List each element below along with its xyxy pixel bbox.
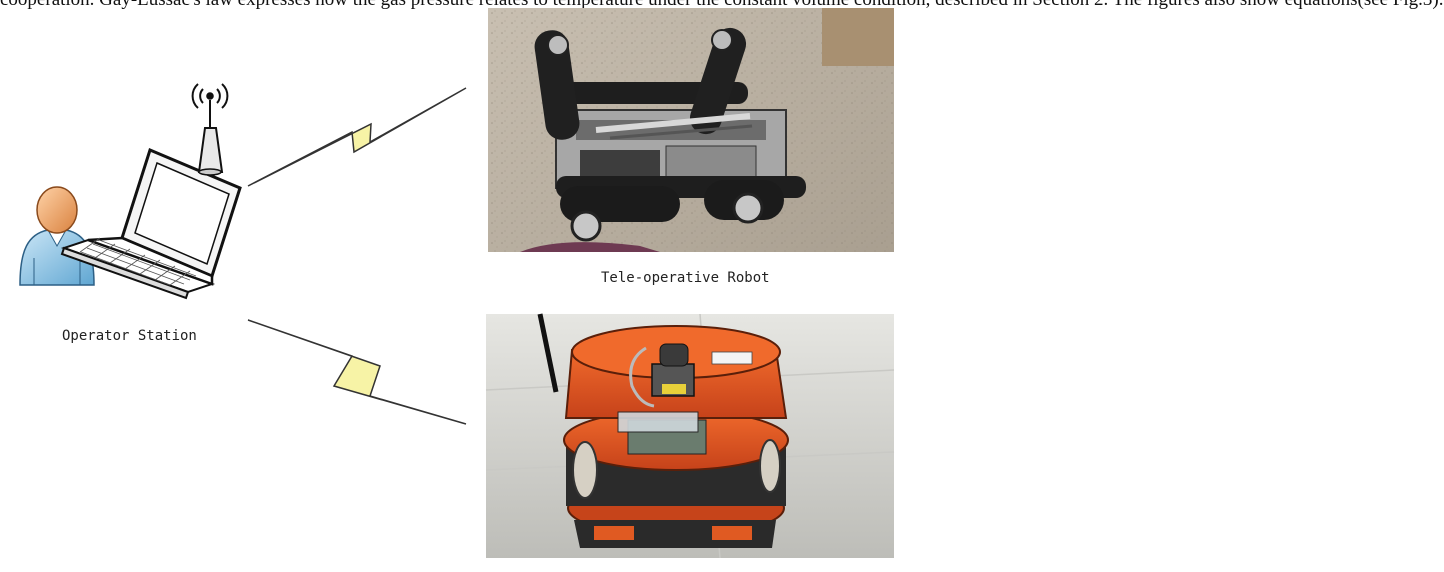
label-teleoperative-robot: Tele-operative Robot xyxy=(601,270,770,286)
antenna-icon xyxy=(197,100,224,176)
label-operator-station: Operator Station xyxy=(62,328,197,344)
caption-fragment: cooperation. Gay-Lussac's law expresses … xyxy=(0,0,1444,11)
lightning-link-bottom xyxy=(247,319,467,425)
lightning-link-top xyxy=(247,87,467,187)
system-diagram xyxy=(19,8,895,559)
user-icon xyxy=(19,186,95,286)
wireless-signal-icon xyxy=(191,83,229,109)
mobile-robot-photo xyxy=(485,313,895,559)
tracked-robot-photo xyxy=(488,8,894,252)
laptop-icon xyxy=(60,147,242,300)
